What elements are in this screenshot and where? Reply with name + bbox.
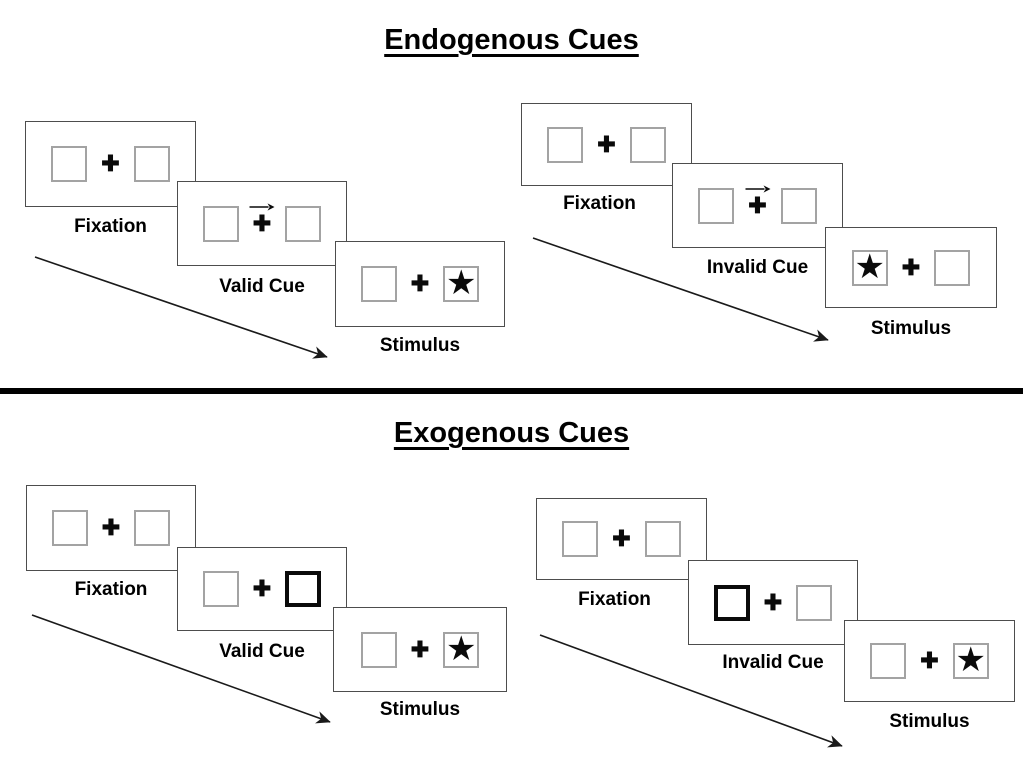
- left-box: [202, 571, 239, 607]
- panel-label-fixation: Fixation: [563, 193, 636, 214]
- time-arrow-exo-valid: [31, 614, 331, 724]
- right-box-highlighted-cue: [285, 571, 322, 607]
- fixation-cross-icon: ✚: [410, 271, 430, 296]
- target-star-icon: ★: [445, 264, 477, 302]
- right-box: [133, 146, 170, 182]
- left-box: [562, 521, 599, 557]
- right-box-with-target: ★: [443, 629, 480, 668]
- right-box: [796, 584, 833, 621]
- right-box: [285, 205, 322, 242]
- panel-label-stimulus: Stimulus: [379, 335, 461, 356]
- fixation-cross-icon: ✚: [252, 210, 272, 236]
- panel-stimulus: ✚ ★: [844, 620, 1015, 702]
- fixation-cross-icon: ✚: [748, 192, 767, 218]
- panel-label-fixation: Fixation: [578, 589, 651, 610]
- left-box: [51, 510, 88, 546]
- left-box: [51, 146, 88, 182]
- panel-stimulus: ✚ ★: [333, 607, 507, 692]
- left-box: [360, 266, 397, 302]
- panel-label-cue: Invalid Cue: [706, 257, 809, 278]
- panel-label-cue: Valid Cue: [219, 276, 305, 297]
- fixation-cross-icon: ✚: [597, 131, 616, 157]
- panel-label-cue: Valid Cue: [219, 641, 305, 662]
- right-box: [644, 521, 681, 557]
- target-star-icon: ★: [445, 629, 477, 668]
- time-arrow-endo-invalid: [532, 237, 829, 342]
- panel-fixation: ✚: [25, 121, 196, 207]
- left-box-highlighted-cue: [713, 584, 750, 621]
- fixation-cross-icon: ✚: [920, 648, 939, 673]
- section-title-exogenous: Exogenous Cues: [393, 417, 630, 449]
- left-box: [202, 205, 239, 242]
- panel-label-stimulus: Stimulus: [870, 318, 952, 339]
- right-box-with-target: ★: [443, 264, 480, 302]
- panel-valid-cue: ✚: [177, 181, 347, 266]
- panel-label-fixation: Fixation: [74, 579, 148, 600]
- panel-label-cue: Invalid Cue: [722, 652, 824, 673]
- left-box: [698, 187, 735, 224]
- section-title-endogenous: Endogenous Cues: [384, 24, 639, 56]
- fixation-cross-icon: ✚: [101, 515, 121, 540]
- section-divider: [0, 388, 1023, 394]
- panel-invalid-cue: ✚: [688, 560, 858, 645]
- panel-fixation: ✚: [536, 498, 707, 580]
- left-box-with-target: ★: [851, 247, 888, 286]
- left-box: [547, 126, 584, 163]
- panel-stimulus: ★ ✚: [825, 227, 997, 308]
- right-box: [934, 249, 971, 286]
- right-box: [629, 126, 666, 163]
- fixation-cross-icon: ✚: [901, 254, 921, 280]
- time-arrow-endo-valid: [34, 256, 328, 359]
- panel-valid-cue: ✚: [177, 547, 347, 631]
- panel-label-fixation: Fixation: [74, 216, 147, 237]
- target-star-icon: ★: [854, 247, 886, 286]
- panel-stimulus: ✚ ★: [335, 241, 505, 327]
- cue-direction-arrow-icon: [745, 184, 770, 193]
- right-box: [780, 187, 817, 224]
- fixation-cross-icon: ✚: [612, 526, 631, 551]
- fixation-cross-icon: ✚: [101, 151, 120, 176]
- panel-fixation: ✚: [26, 485, 196, 571]
- right-box-with-target: ★: [952, 641, 989, 679]
- fixation-cross-icon: ✚: [410, 636, 430, 662]
- cue-direction-arrow-icon: [249, 202, 275, 211]
- panel-invalid-cue: ✚: [672, 163, 843, 248]
- left-box: [870, 643, 907, 679]
- panel-label-stimulus: Stimulus: [379, 699, 461, 720]
- fixation-cross-icon: ✚: [252, 576, 272, 601]
- right-box: [134, 510, 171, 546]
- target-star-icon: ★: [955, 641, 986, 679]
- panel-fixation: ✚: [521, 103, 692, 186]
- left-box: [360, 631, 397, 668]
- panel-label-stimulus: Stimulus: [889, 711, 970, 732]
- fixation-cross-icon: ✚: [763, 589, 783, 615]
